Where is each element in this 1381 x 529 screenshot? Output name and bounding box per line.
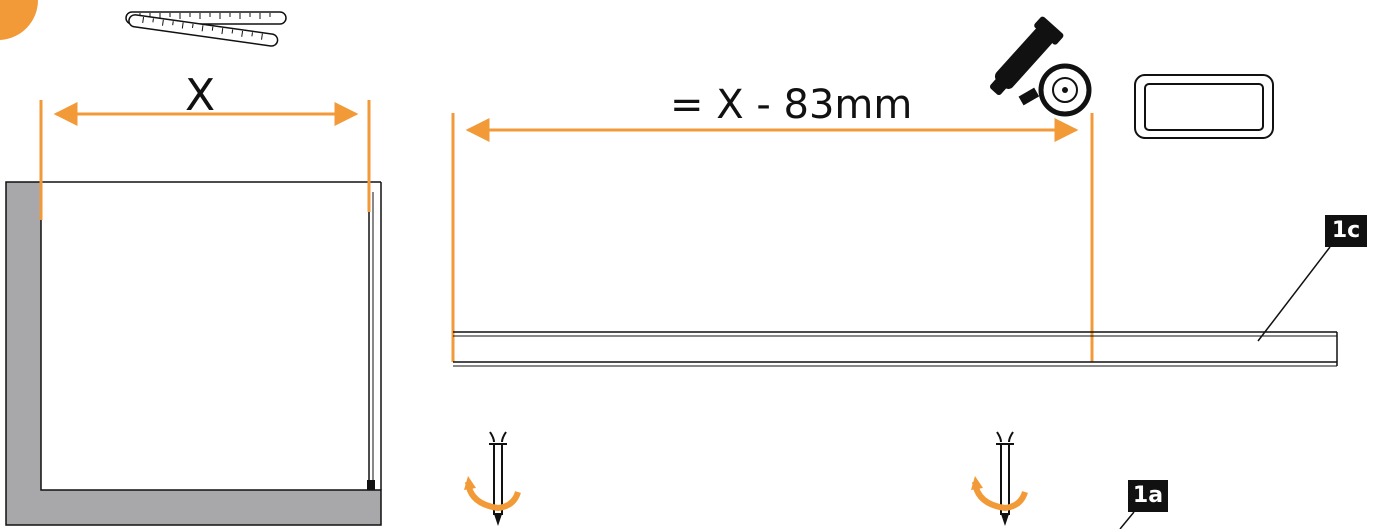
- cut-length-label: = X - 83mm: [670, 82, 913, 128]
- width-x-label: X: [185, 70, 216, 121]
- base-1a-leader: [1119, 511, 1135, 529]
- part-tag-1a: 1a: [1128, 480, 1168, 512]
- shower-corner-wall: [5, 181, 382, 526]
- angle-grinder-icon: [989, 16, 1092, 117]
- step-badge: [0, 0, 39, 40]
- folding-ruler-icon: [125, 11, 287, 47]
- glass-panel-foot: [367, 480, 375, 490]
- screw-anchor-icon: [464, 431, 521, 526]
- screw-anchor-icon: [971, 431, 1028, 526]
- profile-1c-leader: [1257, 246, 1331, 342]
- part-tag-1c: 1c: [1325, 215, 1367, 247]
- profile-cross-section-icon: [1134, 74, 1274, 139]
- profile-1c: [453, 331, 1338, 367]
